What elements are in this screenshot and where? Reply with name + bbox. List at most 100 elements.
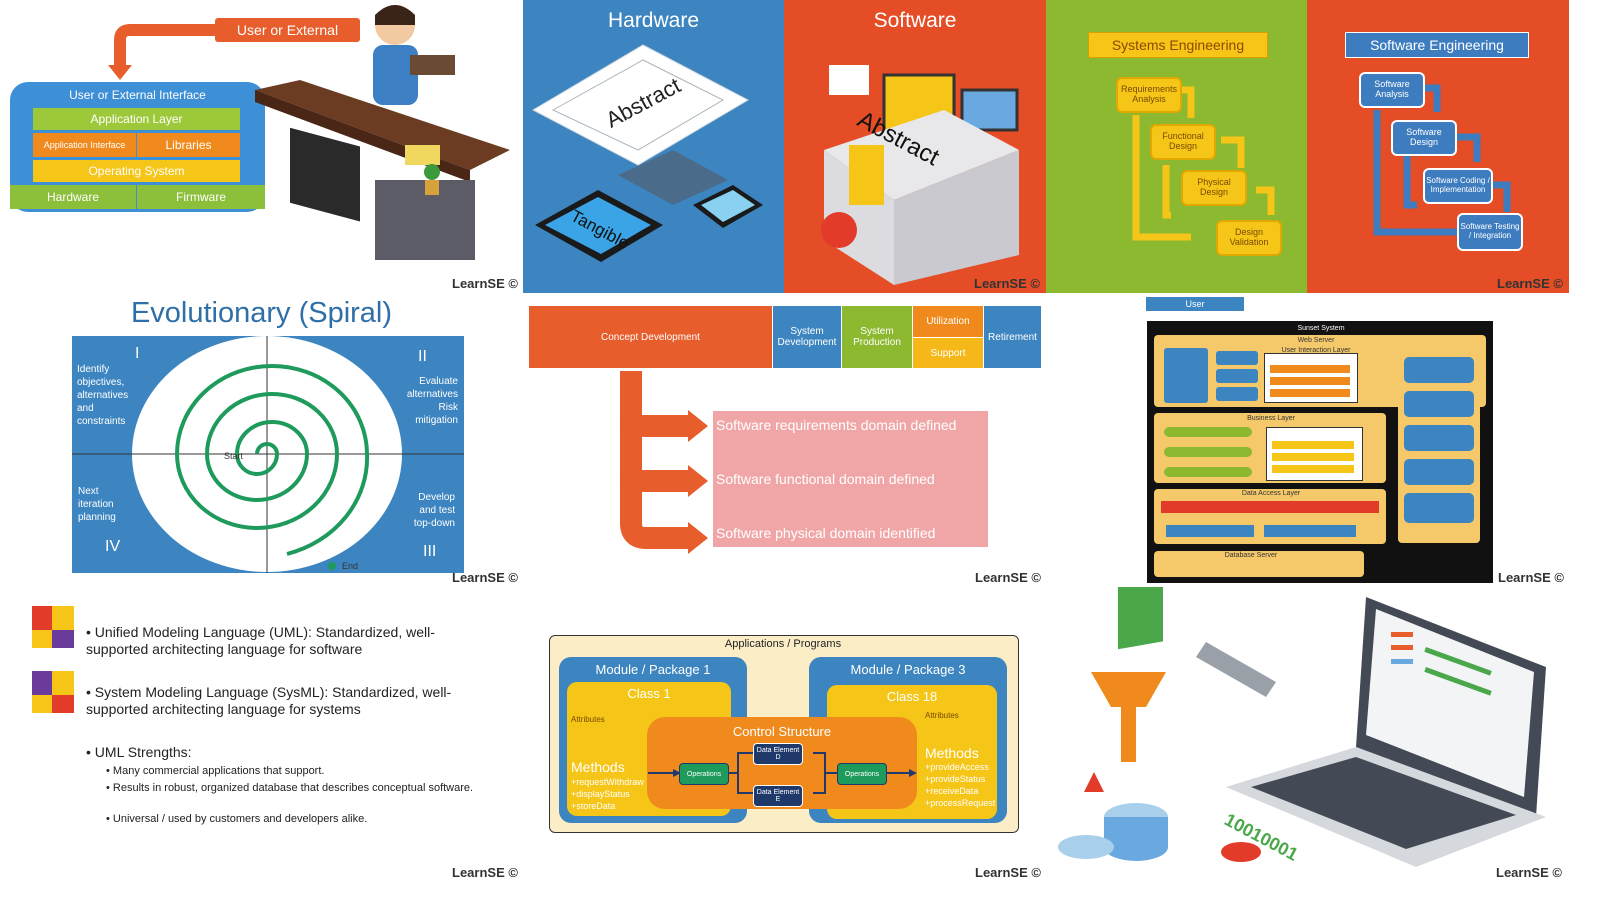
class18-method-3: +receiveData [925, 786, 979, 796]
lifecycle-arrows [620, 371, 988, 554]
database-title: Database Server [1224, 551, 1278, 559]
database-panel [1154, 551, 1364, 577]
quadrant-1-numeral: I [135, 345, 140, 362]
class18-method-2: +provideStatus [925, 774, 986, 784]
os-layer: Operating System [33, 160, 240, 182]
spiral-start-label: Start [224, 451, 244, 461]
systems-engineering-title: Systems Engineering [1088, 32, 1268, 58]
data-element-e: Data Element E [753, 785, 803, 807]
right-item-1 [1404, 357, 1474, 383]
class1-method-2: +displayStatus [571, 789, 630, 799]
business-item-3 [1164, 467, 1252, 477]
strength-1-text: Many commercial applications that suppor… [112, 765, 325, 777]
phase-concept: Concept Development [529, 306, 772, 368]
uml-strengths-title-text: UML Strengths: [94, 744, 192, 760]
user-external-callout: User or External [215, 18, 360, 42]
class1-title: Class 1 [627, 686, 671, 701]
strength-1: • Many commercial applications that supp… [106, 765, 325, 777]
ui-control-row-1 [1270, 365, 1350, 373]
class18-title: Class 18 [886, 689, 938, 704]
swe-step-coding: Software Coding / Implementation [1423, 168, 1493, 204]
hardware-illustration [531, 44, 763, 262]
strength-2: • Results in robust, organized database … [106, 782, 474, 794]
uml-strengths-title: • UML Strengths: [86, 744, 192, 760]
right-item-3 [1404, 425, 1474, 451]
phase-retirement: Retirement [984, 306, 1041, 368]
api-layer: Application Interface [33, 133, 136, 157]
strength-2-text: Results in robust, organized database th… [112, 782, 474, 794]
laptop-debug-illustration [1058, 587, 1546, 867]
tile-hardware: Hardware Abstract Tangible [523, 0, 784, 293]
user-box: User [1146, 297, 1244, 311]
phase-utilization: Utilization [913, 306, 983, 337]
watermark: LearnSE © [1498, 570, 1564, 585]
uml-logo-icon [32, 606, 74, 648]
tile-system-architecture: User Sunset System Web Server User Inter… [1046, 293, 1569, 587]
bullet-uml: • Unified Modeling Language (UML): Stand… [86, 624, 435, 657]
sysml-logo-icon [32, 671, 74, 713]
software-illustration [821, 65, 1019, 285]
strength-3: • Universal / used by customers and deve… [106, 813, 368, 825]
spiral-end-label: End [342, 561, 359, 571]
class1-methods-title: Methods [571, 759, 625, 775]
watermark: LearnSE © [974, 276, 1040, 291]
business-item-1 [1164, 427, 1252, 437]
ui-item-3 [1216, 387, 1258, 401]
software-engineering-title: Software Engineering [1345, 32, 1529, 58]
data-access-item-2 [1264, 525, 1356, 537]
se-step-validation: Design Validation [1216, 220, 1282, 256]
quadrant-4-numeral: IV [105, 538, 121, 555]
business-item-2 [1164, 447, 1252, 457]
swe-step-design: Software Design [1391, 120, 1457, 156]
class18-attributes: Attributes [925, 711, 959, 720]
spiral-diagram [72, 336, 464, 573]
quadrant-3-text: Develop and test top-down [413, 492, 455, 529]
class1-attributes: Attributes [571, 715, 605, 724]
tile-spiral-model: Evolutionary (Spiral) I II III IV Identi… [0, 293, 523, 587]
ui-control-row-3 [1270, 389, 1350, 397]
row-software-functional: Software functional domain defined [716, 471, 935, 487]
data-access-title: Data Access Layer [1241, 490, 1301, 497]
firmware-layer: Firmware [137, 185, 265, 209]
software-title: Software [873, 9, 957, 32]
module1-title: Module / Package 1 [595, 662, 711, 677]
class1-method-1: +requestWithdraw [571, 777, 644, 787]
operations-left: Operations [679, 763, 729, 785]
web-server-title: Web Server [1297, 336, 1335, 344]
security-row-3 [1272, 465, 1354, 473]
tile-layered-architecture: User or External User or External Interf… [0, 0, 523, 293]
company-web-box [1164, 348, 1208, 403]
tile-lifecycle: Concept Development System Development S… [523, 293, 1046, 587]
swe-step-testing: Software Testing / Integration [1457, 213, 1523, 251]
strength-3-text: Universal / used by customers and develo… [112, 813, 368, 825]
bullet-sysml-text: System Modeling Language (SysML): Standa… [86, 684, 452, 717]
tile-software: Software Abstract LearnSE © [784, 0, 1046, 293]
hardware-layer: Hardware [10, 185, 136, 209]
spiral-title: Evolutionary (Spiral) [130, 297, 393, 329]
hardware-title: Hardware [607, 9, 700, 32]
row-software-requirements: Software requirements domain defined [716, 417, 957, 433]
se-step-physical: Physical Design [1181, 170, 1247, 206]
phase-system-production: System Production [842, 306, 912, 368]
quadrant-3-numeral: III [423, 543, 437, 560]
class18-method-4: +processRequest [925, 798, 996, 808]
interface-layer: User or External Interface [69, 88, 206, 102]
ui-layer-title: User Interaction Layer [1281, 346, 1351, 354]
application-layer: Application Layer [33, 108, 240, 130]
tile-applications: Applications / Programs Module / Package… [523, 587, 1046, 899]
quadrant-1-text: Identify objectives, alternatives and co… [77, 364, 129, 427]
applications-title: Applications / Programs [724, 638, 842, 650]
watermark: LearnSE © [975, 865, 1041, 880]
watermark: LearnSE © [452, 865, 518, 880]
se-step-functional: Functional Design [1150, 124, 1216, 160]
swe-step-analysis: Software Analysis [1359, 72, 1425, 108]
security-row-1 [1272, 441, 1354, 449]
watermark: LearnSE © [975, 570, 1041, 585]
tile-uml-sysml: • Unified Modeling Language (UML): Stand… [0, 587, 523, 899]
data-access-bar [1161, 501, 1379, 513]
class18-method-1: +provideAccess [925, 762, 989, 772]
ui-item-1 [1216, 351, 1258, 365]
right-item-2 [1404, 391, 1474, 417]
ui-item-2 [1216, 369, 1258, 383]
tile-laptop-debug: 10010001 LearnSE © [1046, 587, 1569, 899]
